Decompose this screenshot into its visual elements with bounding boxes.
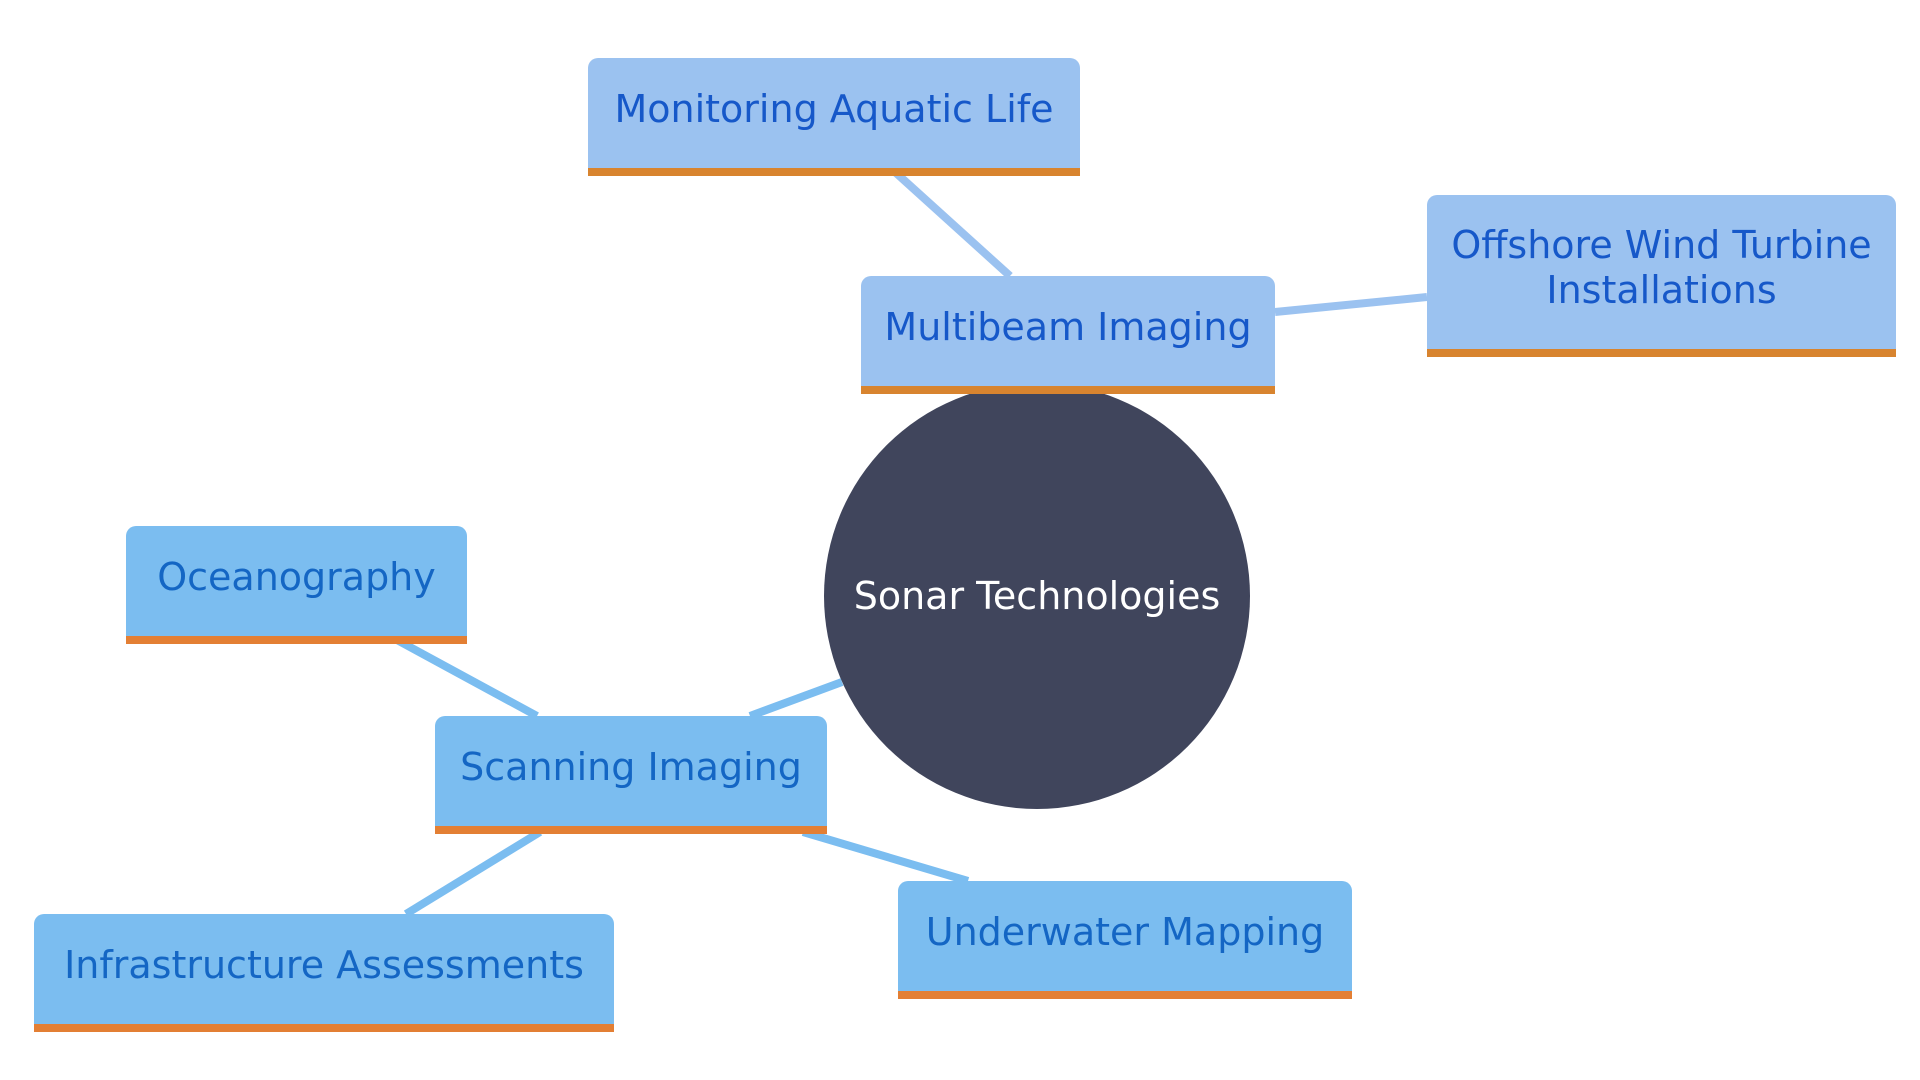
node-label: Oceanography	[157, 554, 436, 599]
node-monitoring-aquatic-life: Monitoring Aquatic Life	[588, 58, 1080, 176]
node-label: Offshore Wind Turbine Installations	[1451, 223, 1872, 312]
central-topic-node: Sonar Technologies	[824, 383, 1250, 809]
node-label: Monitoring Aquatic Life	[614, 86, 1054, 131]
edge-multibeam-offshore	[1274, 293, 1428, 316]
node-infrastructure-assessments: Infrastructure Assessments	[34, 914, 614, 1032]
edge-multibeam-monitoring	[892, 169, 1013, 279]
edge-scanning-infrastructure	[403, 828, 543, 918]
node-oceanography: Oceanography	[126, 526, 467, 644]
node-label: Scanning Imaging	[460, 744, 802, 789]
node-label: Infrastructure Assessments	[64, 942, 584, 987]
central-topic-label: Sonar Technologies	[853, 574, 1221, 618]
edge-scanning-oceanography	[395, 636, 539, 720]
node-offshore-wind-turbine-installations: Offshore Wind Turbine Installations	[1427, 195, 1896, 357]
node-label: Multibeam Imaging	[884, 304, 1252, 349]
node-multibeam-imaging: Multibeam Imaging	[861, 276, 1275, 394]
edge-center-scanning	[748, 678, 844, 720]
node-underwater-mapping: Underwater Mapping	[898, 881, 1352, 999]
node-label: Underwater Mapping	[925, 909, 1325, 954]
edge-scanning-underwater	[801, 828, 970, 885]
node-scanning-imaging: Scanning Imaging	[435, 716, 827, 834]
